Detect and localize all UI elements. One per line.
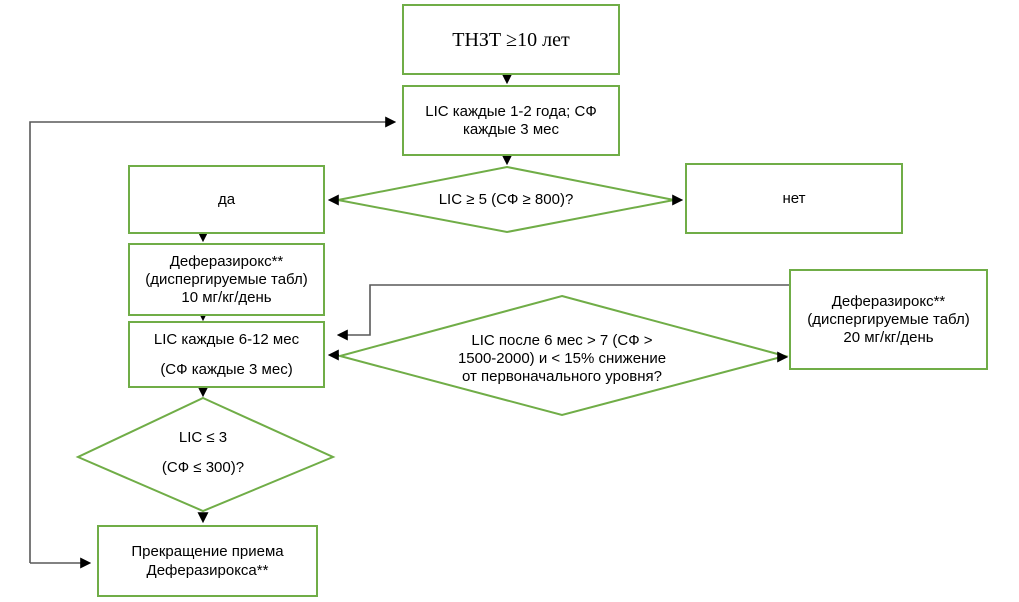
node-stop-deferasirox: Прекращение приема Деферазирокса** — [97, 525, 318, 597]
node-deferasirox-20-line3: 20 мг/кг/день — [843, 328, 934, 346]
node-deferasirox-20-line1: Деферазирокс** — [831, 292, 946, 310]
node-deferasirox-20-line2: (диспергируемые табл) — [807, 310, 970, 328]
decision-lic7-diamond — [336, 294, 789, 417]
node-lic-every-1-2-years-line1: LIC каждые 1-2 года; СФ — [425, 102, 597, 120]
node-lic-every-6-12-months-line2: (СФ каждые 3 мес) — [160, 360, 293, 378]
decision-lic7-line1: LIC после 6 мес > 7 (СФ > — [471, 332, 653, 349]
node-lic-every-6-12-months: LIC каждые 6-12 мес (СФ каждые 3 мес) — [128, 321, 325, 388]
node-stop-deferasirox-line1: Прекращение приема — [131, 543, 284, 560]
node-lic-every-6-12-months-line1: LIC каждые 6-12 мес — [153, 330, 300, 348]
decision-lic7-line3: от первоначального уровня? — [461, 368, 663, 385]
node-deferasirox-10-line1: Деферазирокс** — [169, 252, 284, 270]
node-yes: да — [128, 165, 325, 234]
decision-lic3-line2: (СФ ≤ 300)? — [161, 459, 245, 476]
node-no: нет — [685, 163, 903, 234]
node-deferasirox-10: Деферазирокс** (диспергируемые табл) 10 … — [128, 243, 325, 316]
node-deferasirox-10-line2: (диспергируемые табл) — [145, 270, 308, 288]
node-deferasirox-10-line3: 10 мг/кг/день — [181, 288, 272, 306]
node-yes-text: да — [217, 190, 236, 208]
decision-lic3-line1: LIC ≤ 3 — [178, 429, 228, 446]
node-deferasirox-20: Деферазирокс** (диспергируемые табл) 20 … — [789, 269, 988, 370]
decision-lic3-diamond — [75, 396, 336, 513]
node-stop-deferasirox-line2: Деферазирокса** — [146, 562, 269, 579]
decision-lic7-line2: 1500-2000) и < 15% снижение — [457, 350, 667, 367]
edge-left-loop-to-lic12 — [29, 116, 397, 563]
decision-lic5-diamond — [337, 165, 675, 234]
decision-lic5-label: LIC ≥ 5 (СФ ≥ 800)? — [438, 191, 574, 208]
node-no-text: нет — [782, 189, 806, 207]
node-tnzt-age-text: ТНЗТ ≥10 лет — [452, 28, 570, 51]
decision-lic3-label: LIC ≤ 3 (СФ ≤ 300)? — [103, 423, 303, 483]
node-lic-every-1-2-years-line2: каждые 3 мес — [463, 120, 559, 138]
node-lic-every-1-2-years: LIC каждые 1-2 года; СФ каждые 3 мес — [402, 85, 620, 156]
decision-lic7-label: LIC после 6 мес > 7 (СФ > 1500-2000) и <… — [412, 332, 712, 386]
edge-dfx20-to-lic612 — [336, 284, 789, 341]
node-tnzt-age: ТНЗТ ≥10 лет — [402, 4, 620, 75]
